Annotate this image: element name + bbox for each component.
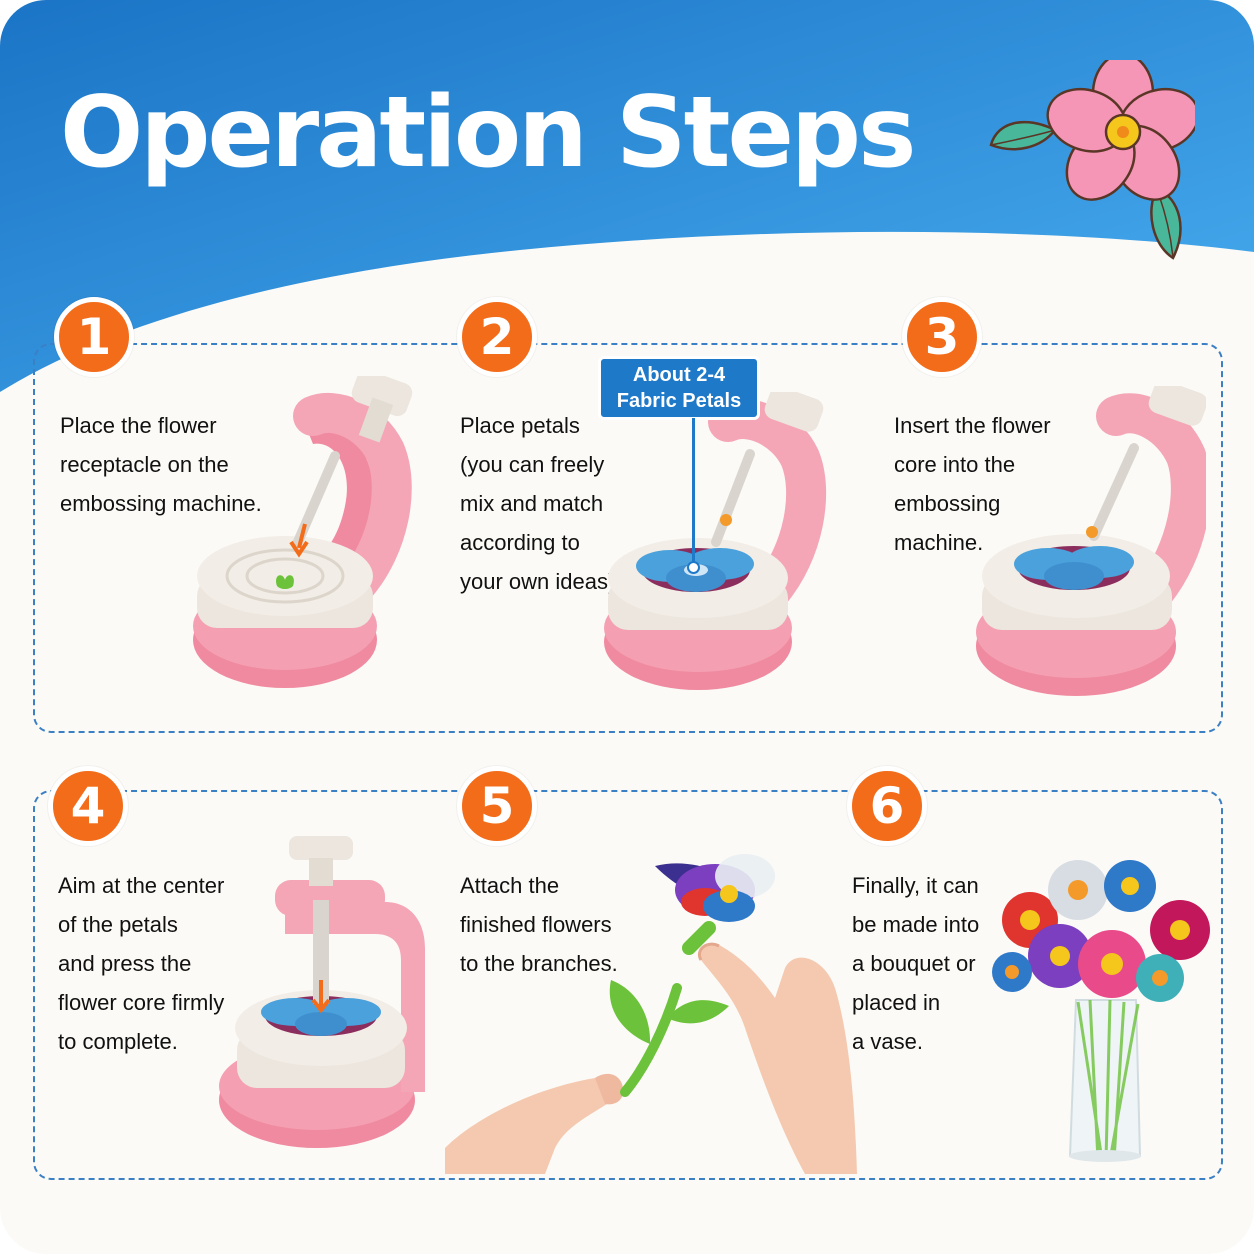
steps-panel-top [33,343,1223,733]
bouquet-in-vase [992,860,1210,1162]
step-2-badge: 2 [457,297,537,377]
embossing-machine-step-1 [193,376,413,688]
steps-panel-bottom [33,790,1223,1180]
fabric-petals-callout: About 2-4 Fabric Petals [598,356,760,420]
step-1-badge: 1 [54,297,134,377]
embossing-machine-step-2 [604,392,827,690]
step-5-badge: 5 [457,766,537,846]
page-title: Operation Steps [60,76,916,190]
embossing-machine-step-3 [976,386,1206,696]
step-6-badge: 6 [847,766,927,846]
hands-attaching-flower [445,854,857,1174]
flower-doodle-icon [989,60,1195,260]
callout-pointer-dot [687,561,700,574]
step-4-badge: 4 [48,766,128,846]
callout-pointer-line [692,418,695,566]
embossing-machine-step-4 [219,836,425,1148]
header-banner [0,0,1254,392]
step-3-badge: 3 [902,297,982,377]
